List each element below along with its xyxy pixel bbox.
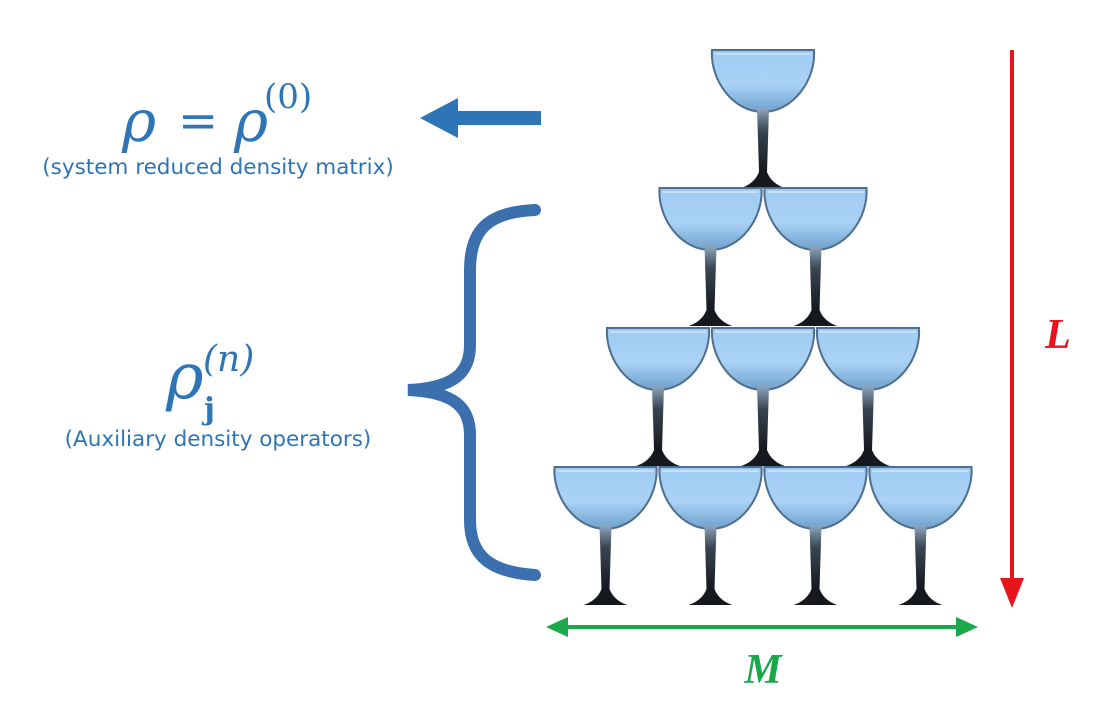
rho-zero-symbol: ρ [233,87,268,155]
glass [763,466,868,605]
glass [710,49,816,188]
glass [553,466,658,605]
system-density-caption: (system reduced density matrix) [42,155,394,180]
glass [605,327,711,466]
top-glass-arrow [420,98,541,138]
rho-zero-superscript: (0) [264,77,312,117]
system-density-label: ρ = ρ (0) (system reduced density matrix… [42,77,394,180]
auxiliary-density-caption: (Auxiliary density operators) [65,427,372,452]
glass-pyramid [553,49,973,605]
glass [815,327,921,466]
rho-j-subscript: j [201,392,215,427]
depth-arrow [1000,50,1024,608]
glass [710,327,816,466]
rho-j-superscript: (n) [203,339,254,380]
glass [868,466,973,605]
rho-j-symbol: ρ [165,340,204,414]
auxiliary-density-label: ρ j (n) (Auxiliary density operators) [65,339,372,452]
glass [763,187,868,326]
glass [658,187,763,326]
curly-brace [407,204,541,581]
glass [658,466,763,605]
width-label: M [743,647,783,693]
width-arrow [546,617,978,637]
depth-label: L [1044,312,1071,358]
rho-symbol: ρ [121,87,156,155]
equals-sign: = [178,93,218,149]
